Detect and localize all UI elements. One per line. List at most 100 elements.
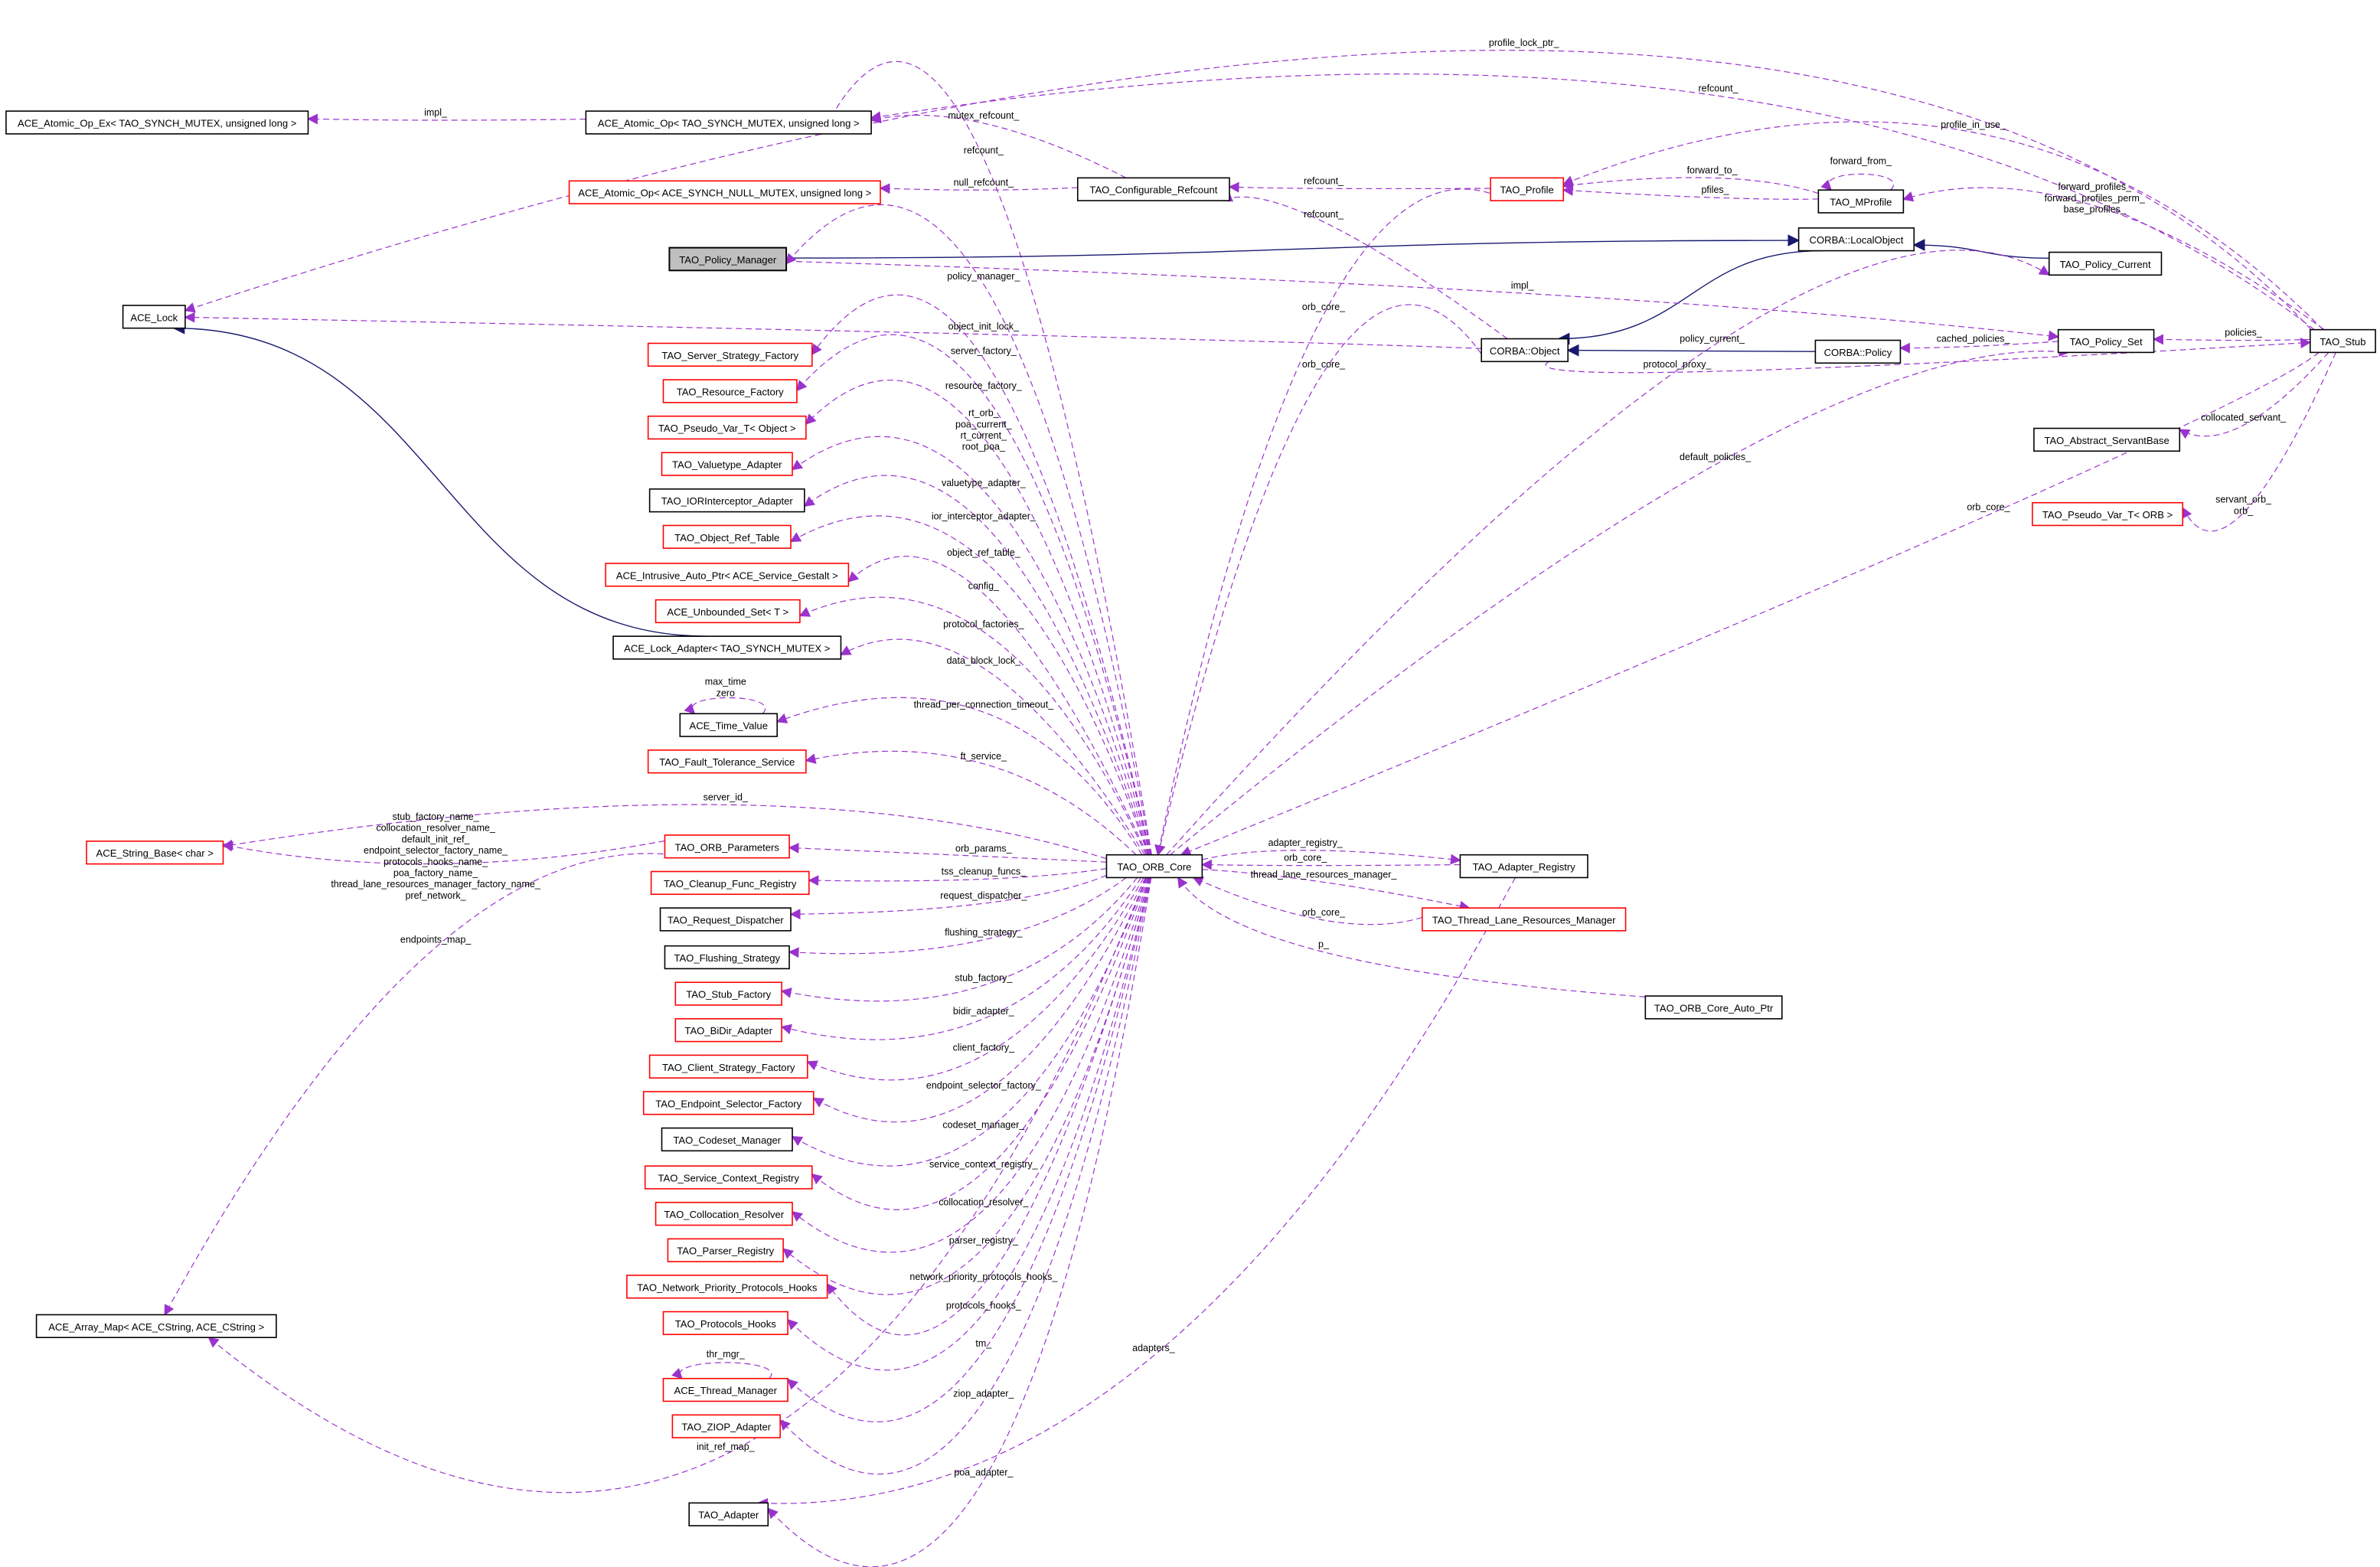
class-node-codeset[interactable]: TAO_Codeset_Manager bbox=[661, 1127, 793, 1152]
class-node-unbounded[interactable]: ACE_Unbounded_Set< T > bbox=[655, 599, 801, 624]
edge-label-line: p_ bbox=[1318, 939, 1330, 950]
class-node-ort[interactable]: TAO_Object_Ref_Table bbox=[662, 524, 792, 549]
edge-label-line: orb_params_ bbox=[955, 844, 1013, 854]
edge-label: collocated_servant_ bbox=[2201, 413, 2287, 423]
class-node-resource-factory[interactable]: TAO_Resource_Factory bbox=[662, 379, 798, 403]
class-node-server-strategy[interactable]: TAO_Server_Strategy_Factory bbox=[647, 342, 813, 367]
edge-label: policies_ bbox=[2225, 328, 2263, 338]
class-node-servant-base[interactable]: TAO_Abstract_ServantBase bbox=[2033, 427, 2181, 452]
usage-edge-orb_core-to-service_ctx bbox=[811, 877, 1148, 1210]
class-node-auto-ptr[interactable]: TAO_ORB_Core_Auto_Ptr bbox=[1644, 995, 1783, 1020]
class-box bbox=[1644, 995, 1783, 1020]
class-box bbox=[612, 635, 842, 660]
edge-label-line: protocol_proxy_ bbox=[1644, 359, 1712, 370]
usage-edge-orb_core-to-client bbox=[806, 877, 1144, 1081]
class-node-cleanup[interactable]: TAO_Cleanup_Func_Registry bbox=[650, 870, 810, 896]
class-name: TAO_Abstract_ServantBase bbox=[2044, 435, 2169, 446]
class-name: TAO_Pseudo_Var_T< Object > bbox=[658, 423, 796, 434]
usage-edge-stub-to-pv_orb bbox=[2182, 352, 2336, 532]
class-node-flushing[interactable]: TAO_Flushing_Strategy bbox=[664, 945, 790, 970]
edge-label: collocation_resolver_ bbox=[939, 1197, 1029, 1208]
class-node-lock-adapter[interactable]: ACE_Lock_Adapter< TAO_SYNCH_MUTEX > bbox=[612, 635, 842, 660]
edge-label: endpoints_map_ bbox=[400, 935, 472, 945]
edge-label-line: forward_profiles_perm_ bbox=[2045, 193, 2146, 204]
class-box bbox=[2057, 328, 2155, 354]
edge-label-line: adapters_ bbox=[1132, 1343, 1176, 1353]
usage-edge-orb_core-to-valuetype bbox=[791, 436, 1150, 855]
class-node-stub[interactable]: TAO_Stub bbox=[2309, 328, 2376, 354]
class-node-service-ctx[interactable]: TAO_Service_Context_Registry bbox=[644, 1165, 813, 1190]
edge-label: poa_adapter_ bbox=[954, 1467, 1014, 1478]
class-node-corba-pol[interactable]: CORBA::Policy bbox=[1814, 339, 1902, 364]
usage-edge-orb_core-to-op_mutex bbox=[821, 60, 1152, 855]
inheritance-edge-corba_pol-to-corba_obj bbox=[1566, 344, 1816, 357]
usage-edge-orb_core-to-ior bbox=[803, 475, 1150, 855]
class-node-pv-obj[interactable]: TAO_Pseudo_Var_T< Object > bbox=[647, 415, 807, 440]
class-node-valuetype[interactable]: TAO_Valuetype_Adapter bbox=[661, 452, 793, 476]
edge-label: refcount_ bbox=[1304, 175, 1344, 186]
class-name: TAO_ZIOP_Adapter bbox=[681, 1422, 771, 1433]
class-node-op-mutex[interactable]: ACE_Atomic_Op< TAO_SYNCH_MUTEX, unsigned… bbox=[585, 110, 872, 135]
class-node-ace-lock[interactable]: ACE_Lock bbox=[122, 305, 186, 329]
class-box bbox=[644, 1165, 813, 1190]
class-node-time-value[interactable]: ACE_Time_Value bbox=[679, 713, 778, 737]
class-node-adapter-reg[interactable]: TAO_Adapter_Registry bbox=[1459, 854, 1588, 879]
class-name: TAO_ORB_Core bbox=[1117, 861, 1191, 873]
class-box bbox=[662, 1377, 788, 1402]
class-node-tlrm[interactable]: TAO_Thread_Lane_Resources_Manager bbox=[1422, 907, 1627, 932]
usage-edge-thread_mgr-to-thread_mgr bbox=[671, 1362, 772, 1379]
edge-label: protocol_proxy_ bbox=[1644, 359, 1712, 370]
class-node-client[interactable]: TAO_Client_Strategy_Factory bbox=[648, 1054, 808, 1079]
class-node-pol-cur[interactable]: TAO_Policy_Current bbox=[2048, 251, 2163, 276]
edge-label: server_factory_ bbox=[951, 345, 1017, 356]
class-node-stub-factory[interactable]: TAO_Stub_Factory bbox=[674, 981, 782, 1006]
class-node-colloc[interactable]: TAO_Collocation_Resolver bbox=[655, 1201, 793, 1226]
class-node-corba-obj[interactable]: CORBA::Object bbox=[1481, 338, 1569, 363]
class-node-ops-ex[interactable]: ACE_Atomic_Op_Ex< TAO_SYNCH_MUTEX, unsig… bbox=[5, 110, 309, 135]
class-node-mprofile[interactable]: TAO_MProfile bbox=[1817, 189, 1905, 214]
usage-edge-orb_core-to-adapter bbox=[767, 877, 1152, 1567]
edge-label-line: service_context_registry_ bbox=[929, 1159, 1039, 1170]
class-node-cfg-ref[interactable]: TAO_Configurable_Refcount bbox=[1076, 177, 1230, 201]
class-node-request[interactable]: TAO_Request_Dispatcher bbox=[659, 907, 792, 932]
class-node-thread-mgr[interactable]: ACE_Thread_Manager bbox=[662, 1377, 788, 1402]
edge-label-line: orb_core_ bbox=[1284, 853, 1327, 863]
edge-label: protocols_hooks_ bbox=[946, 1301, 1022, 1311]
usage-edge-time_value-to-time_value bbox=[684, 697, 766, 715]
class-node-pol-set[interactable]: TAO_Policy_Set bbox=[2057, 328, 2155, 354]
class-node-pol-mgr[interactable]: TAO_Policy_Manager bbox=[668, 246, 788, 272]
class-name: ACE_Lock bbox=[130, 312, 178, 323]
inheritance-edge-pol_mgr-to-local_obj bbox=[786, 234, 1801, 259]
class-node-orb-params[interactable]: TAO_ORB_Parameters bbox=[664, 834, 790, 859]
class-node-endpoint[interactable]: TAO_Endpoint_Selector_Factory bbox=[642, 1091, 815, 1115]
class-name: TAO_Parser_Registry bbox=[677, 1245, 774, 1257]
edge-label-line: policy_current_ bbox=[1680, 334, 1745, 344]
class-node-ior[interactable]: TAO_IORInterceptor_Adapter bbox=[648, 488, 805, 513]
edge-label-line: profile_lock_ptr_ bbox=[1489, 38, 1560, 48]
class-node-adapter[interactable]: TAO_Adapter bbox=[688, 1502, 769, 1526]
edge-label-line: orb_core_ bbox=[1302, 302, 1346, 312]
edge-label: bidir_adapter_ bbox=[953, 1006, 1015, 1017]
class-node-ziop[interactable]: TAO_ZIOP_Adapter bbox=[671, 1414, 781, 1438]
class-box bbox=[642, 1091, 815, 1115]
class-node-orb-core[interactable]: TAO_ORB_Core bbox=[1105, 854, 1203, 879]
edge-label-line: collocation_resolver_ bbox=[939, 1197, 1029, 1208]
class-name: TAO_Client_Strategy_Factory bbox=[662, 1062, 795, 1073]
edge-label: protocol_factories_ bbox=[943, 619, 1025, 629]
class-node-local-obj[interactable]: CORBA::LocalObject bbox=[1797, 227, 1915, 252]
class-node-op-null[interactable]: ACE_Atomic_Op< ACE_SYNCH_NULL_MUTEX, uns… bbox=[568, 180, 881, 204]
edge-label-line: profile_in_use_ bbox=[1941, 119, 2006, 130]
class-node-protocols[interactable]: TAO_Protocols_Hooks bbox=[662, 1311, 788, 1336]
class-node-array-map[interactable]: ACE_Array_Map< ACE_CString, ACE_CString … bbox=[35, 1314, 277, 1339]
class-node-profile[interactable]: TAO_Profile bbox=[1490, 177, 1565, 201]
class-node-pv-orb[interactable]: TAO_Pseudo_Var_T< ORB > bbox=[2032, 501, 2184, 527]
class-node-string-base[interactable]: ACE_String_Base< char > bbox=[86, 841, 224, 865]
edge-label-line: thread_lane_resources_manager_ bbox=[1251, 869, 1398, 880]
class-node-intrusive[interactable]: ACE_Intrusive_Auto_Ptr< ACE_Service_Gest… bbox=[605, 563, 850, 587]
class-node-bidir[interactable]: TAO_BiDir_Adapter bbox=[674, 1018, 782, 1043]
class-name: TAO_Stub_Factory bbox=[686, 989, 771, 1001]
class-node-ft[interactable]: TAO_Fault_Tolerance_Service bbox=[647, 749, 807, 774]
edge-label: endpoint_selector_factory_ bbox=[926, 1080, 1042, 1091]
class-node-netprio[interactable]: TAO_Network_Priority_Protocols_Hooks bbox=[626, 1275, 828, 1299]
class-node-parser[interactable]: TAO_Parser_Registry bbox=[667, 1238, 784, 1262]
